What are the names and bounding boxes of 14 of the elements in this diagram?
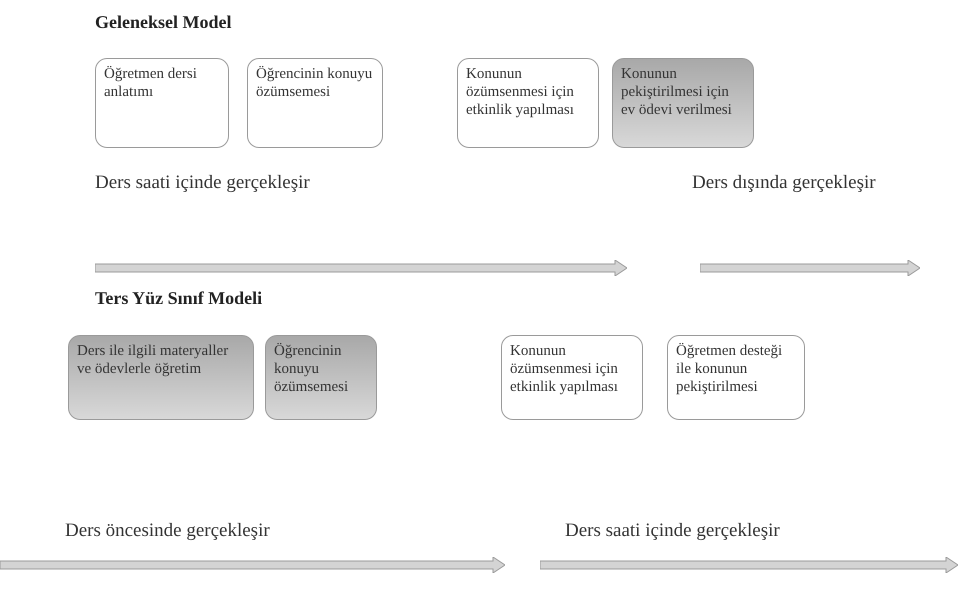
phase-label: Ders öncesinde gerçekleşir bbox=[65, 520, 270, 542]
process-box: Konunun özümsenmesi için etkinlik yapılması bbox=[501, 335, 643, 420]
phase-label: Ders saati içinde gerçekleşir bbox=[95, 172, 310, 194]
section-heading: Geleneksel Model bbox=[95, 12, 232, 33]
process-box: Konunun özümsenmesi için etkinlik yapılması bbox=[457, 58, 599, 148]
process-box: Öğrencinin konuyu özümsemesi bbox=[247, 58, 383, 148]
process-box: Öğretmen desteği ile konunun pekiştirilmesi bbox=[667, 335, 805, 420]
process-box: Konunun pekiştirilmesi için ev ödevi verilmesi bbox=[612, 58, 754, 148]
process-box: Ders ile ilgili materyaller ve ödevlerle öğretim bbox=[68, 335, 254, 420]
phase-label: Ders dışında gerçekleşir bbox=[692, 172, 876, 194]
process-box: Öğrencinin konuyu özümsemesi bbox=[265, 335, 377, 420]
section-heading: Ters Yüz Sınıf Modeli bbox=[95, 288, 262, 309]
process-box: Öğretmen dersi anlatımı bbox=[95, 58, 229, 148]
phase-label: Ders saati içinde gerçekleşir bbox=[565, 520, 780, 542]
